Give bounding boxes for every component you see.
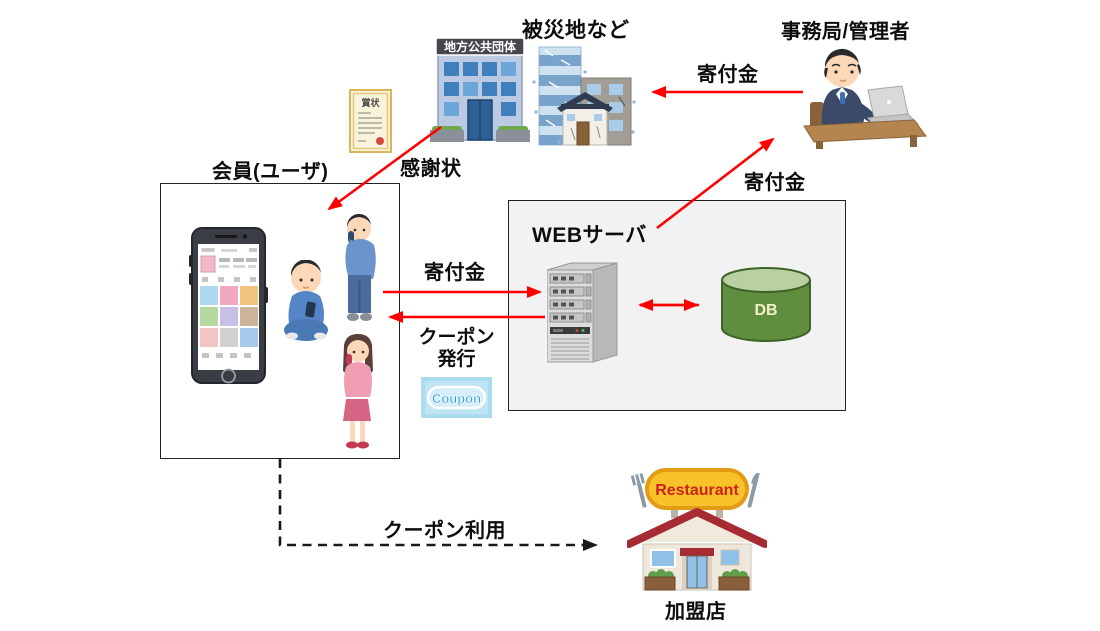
web-server-label: WEBサーバ: [532, 224, 647, 247]
damaged-house: [557, 92, 613, 146]
restaurant-planters: [644, 569, 750, 591]
merchant-label: 加盟店: [665, 601, 727, 623]
gov-building-signboard: [435, 38, 525, 56]
standing-woman-illustration: [343, 334, 373, 449]
restaurant-sign-text: Restaurant: [655, 482, 739, 499]
restaurant-window-right: [720, 549, 740, 566]
donation-member-to-server-label: 寄付金: [424, 262, 486, 284]
gov-building-windows: [444, 62, 516, 116]
woman-phone: [346, 354, 352, 365]
server-vents: [551, 338, 589, 360]
phone-app-topbar: [201, 248, 257, 252]
coupon-issue-line2: 発行: [437, 349, 476, 371]
coupon-badge-illustration: Coupon: [421, 377, 492, 418]
phone-home-button: [221, 368, 236, 384]
government-building-illustration: 地方公共団体: [430, 38, 530, 142]
restaurant-window-left: [650, 549, 676, 568]
coupon-use-label: クーポン利用: [383, 520, 506, 542]
smartphone-illustration: [189, 227, 268, 384]
server-rack-units: [549, 273, 592, 323]
fork-icon: [630, 473, 647, 508]
coupon-issue-line1: クーポン: [418, 327, 495, 348]
phone-icon-row: [202, 277, 256, 282]
donation-server-to-admin-label: 寄付金: [744, 172, 806, 194]
certificate-title-text: 賞状: [361, 97, 380, 108]
phone-bottom-bar: [202, 353, 251, 358]
member-label: 会員(ユーザ): [212, 161, 329, 183]
phone-photo-grid: [200, 286, 258, 347]
admin-person: [821, 48, 880, 128]
desk: [803, 119, 927, 149]
sitting-boy-phone: [305, 301, 316, 318]
standing-man-illustration: [345, 213, 376, 321]
admin-person-illustration: [803, 48, 927, 149]
restaurant-door: [680, 548, 714, 590]
db-cylinder-illustration: DB: [721, 267, 811, 342]
damaged-buildings-illustration: [532, 46, 636, 146]
restaurant-gable: [633, 513, 761, 542]
thanks-letter-label: 感謝状: [400, 158, 462, 180]
debris-dots: [532, 70, 636, 144]
certificate-illustration: 賞状: [349, 89, 392, 153]
phone-speaker: [215, 235, 237, 238]
server-led-strip: [550, 327, 590, 334]
damaged-tall-building: [538, 46, 582, 146]
coupon-issue-label: クーポン 発行: [409, 327, 504, 372]
donation-admin-to-disaster-label: 寄付金: [697, 64, 759, 86]
knife-icon: [747, 472, 760, 508]
coupon-badge-text: Coupon: [432, 391, 481, 406]
chair: [810, 102, 824, 132]
server-tower-illustration: [547, 262, 618, 363]
gov-building-sign-text: 地方公共団体: [444, 39, 517, 54]
phone-profile-row: [200, 255, 257, 273]
db-label-text: DB: [754, 302, 777, 319]
restaurant-illustration: Restaurant: [627, 468, 767, 591]
certificate-seal: [376, 137, 384, 145]
restaurant-sign: Restaurant: [630, 468, 760, 510]
admin-label: 事務局/管理者: [781, 21, 911, 43]
sitting-boy-illustration: [284, 260, 328, 341]
disaster-area-label: 被災地など: [522, 19, 630, 42]
restaurant-roof: [627, 508, 767, 548]
